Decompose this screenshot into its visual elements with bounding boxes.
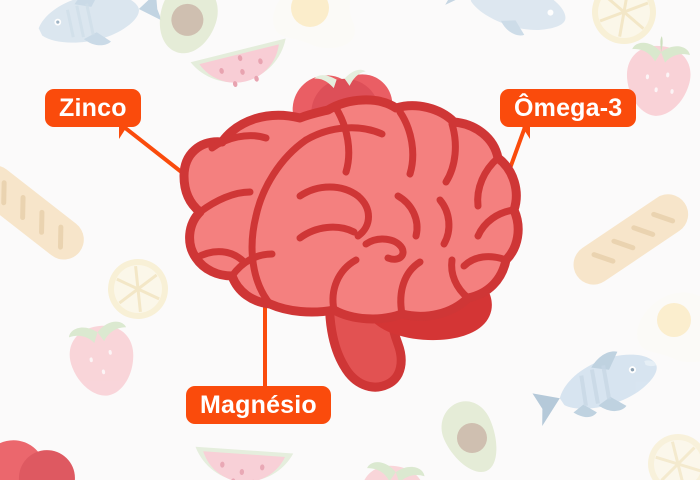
baguette-icon [0, 165, 84, 260]
brain-folds [192, 104, 518, 318]
lemon-slice-icon [648, 434, 700, 480]
label-magnesio[interactable]: Magnésio [186, 386, 331, 424]
label-zinco-tail [119, 125, 128, 139]
fried-egg-icon [273, 0, 355, 49]
brain-graphic [179, 95, 523, 392]
tomato-icon [0, 440, 75, 480]
watermelon-slice-icon [190, 38, 286, 88]
fish-icon [445, 0, 566, 36]
fried-egg-icon [637, 292, 700, 363]
avocado-icon [441, 401, 497, 472]
label-magnesio-text: Magnésio [200, 390, 317, 419]
label-omega-3-text: Ômega-3 [514, 93, 623, 122]
strawberry-icon [627, 36, 691, 116]
lemon-slice-icon [592, 0, 656, 44]
label-omega-3[interactable]: Ômega-3 [500, 89, 637, 127]
fish-icon [532, 351, 657, 426]
strawberry-icon [360, 462, 425, 480]
lemon-slice-icon [108, 259, 168, 319]
watermelon-slice-icon [195, 446, 294, 480]
strawberry-icon [68, 321, 134, 396]
baguette-icon [573, 194, 689, 285]
label-omega-3-tail [521, 125, 530, 139]
label-zinco-text: Zinco [59, 93, 127, 122]
fish-icon [38, 0, 162, 46]
avocado-icon [159, 0, 218, 54]
label-zinco[interactable]: Zinco [45, 89, 141, 127]
